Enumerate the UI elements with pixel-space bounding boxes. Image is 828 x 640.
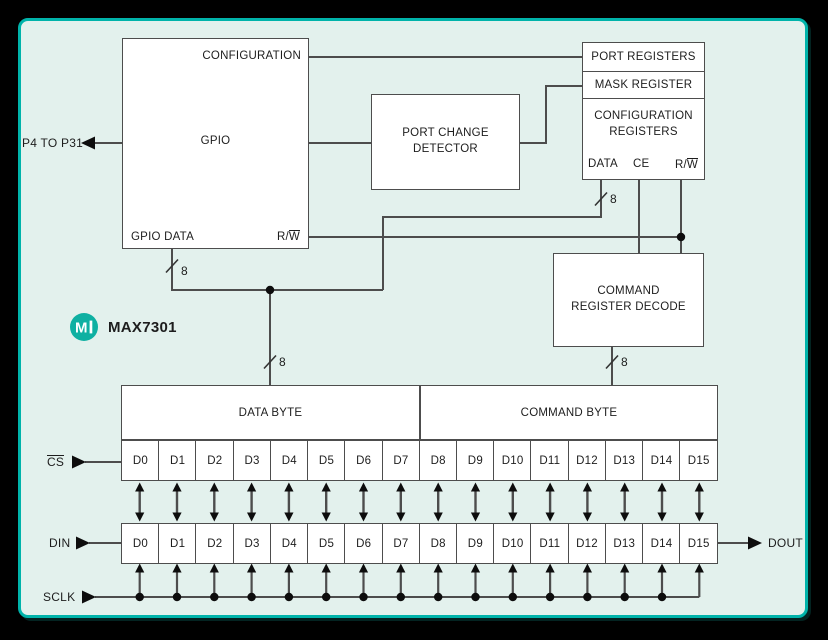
instruction-cell-d15: D15 [679,440,719,481]
wire-portchange-mask [520,85,582,144]
shift-cell-d15: D15 [679,523,719,564]
sclk-label: SCLK [43,590,76,604]
p4-to-p31-label: P4 TO P31 [22,136,84,150]
port-change-detector-block: PORT CHANGE DETECTOR [371,94,520,190]
instruction-cell-d9: D9 [455,440,495,481]
p4-arrowhead [81,136,95,150]
rw-pin-overlined: W [686,158,698,171]
ce-pin-label: CE [633,158,650,170]
signal-arrowheads [72,136,762,604]
shift-cell-d7: D7 [381,523,421,564]
shift-cell-d11: D11 [530,523,570,564]
instruction-cell-d3: D3 [232,440,272,481]
instruction-cell-d4: D4 [269,440,309,481]
wire-gpio-data [171,249,383,291]
shift-register-cells: D0 D1 D2 D3 D4 D5 D6 D7 D8 D9 D10 D11 D1… [121,523,719,564]
shift-cell-d9: D9 [455,523,495,564]
port-registers-section: PORT REGISTERS [583,43,704,72]
instruction-cell-d12: D12 [567,440,607,481]
svg-text:M: M [75,320,88,337]
gpio-configuration-port-label: CONFIGURATION [202,50,301,62]
command-byte-header: COMMAND BYTE [420,385,718,440]
rw-pin-prefix: R/ [674,159,687,171]
dout-arrowhead [748,536,762,550]
command-byte-label: COMMAND BYTE [520,406,618,419]
gpio-rw-prefix: R/ [276,230,289,243]
instruction-cell-d1: D1 [158,440,198,481]
instruction-cell-d0: D0 [121,440,160,481]
bus-width-gpio-data: 8 [181,264,188,278]
dout-label: DOUT [768,536,803,550]
register-file-block: PORT REGISTERS MASK REGISTER CONFIGURATI… [582,42,705,180]
shift-cell-d4: D4 [269,523,309,564]
port-registers-label: PORT REGISTERS [591,51,696,63]
bus-width-slashes [165,191,619,370]
instruction-cell-d13: D13 [604,440,644,481]
command-register-decode-block: COMMAND REGISTER DECODE [553,253,704,347]
maxim-logo-icon: M [70,313,98,341]
instruction-cell-d11: D11 [530,440,570,481]
shift-cell-d14: D14 [642,523,681,564]
port-change-detector-line2: DETECTOR [413,143,478,155]
instruction-cell-d14: D14 [642,440,681,481]
cs-overlined: CS [47,455,65,469]
instruction-cell-d10: D10 [493,440,532,481]
mask-register-section: MASK REGISTER [583,72,704,99]
gpio-rw-overlined: W [288,229,300,243]
instruction-register-cells: D0 D1 D2 D3 D4 D5 D6 D7 D8 D9 D10 D11 D1… [121,440,719,481]
bidirectional-arrows [133,481,706,523]
command-decode-line2: REGISTER DECODE [571,301,686,313]
data-byte-header: DATA BYTE [121,385,420,440]
part-number-label: MAX7301 [108,318,177,336]
shift-cell-d5: D5 [307,523,346,564]
sclk-junction-dots [135,592,667,602]
port-change-detector-line1: PORT CHANGE [402,127,489,140]
shift-cell-d12: D12 [567,523,607,564]
command-decode-line1: COMMAND [597,285,660,298]
gpio-data-port-label: GPIO DATA [131,231,194,243]
instruction-cell-d2: D2 [195,440,235,481]
shift-cell-d2: D2 [195,523,235,564]
din-label: DIN [49,536,71,550]
shift-cell-d3: D3 [232,523,272,564]
gpio-rw-port-label: R/W [276,229,300,243]
bus-width-register: 8 [279,355,286,369]
bus-width-decode: 8 [621,355,628,369]
instruction-cell-d8: D8 [418,440,458,481]
sclk-arrowhead [82,590,96,604]
configuration-registers-section: CONFIGURATION REGISTERS DATA CE R/W [583,99,704,177]
gpio-block: CONFIGURATION GPIO GPIO DATA R/W [122,38,309,249]
data-pin-label: DATA [588,158,618,170]
configuration-registers-line1: CONFIGURATION [594,110,693,122]
junction-dots [265,232,686,295]
shift-cell-d8: D8 [418,523,458,564]
shift-cell-d10: D10 [493,523,532,564]
shift-cell-d0: D0 [121,523,160,564]
instruction-cell-d5: D5 [307,440,346,481]
bus-width-data-pin: 8 [610,192,617,206]
rw-pin-label: R/W [675,158,698,171]
shift-cell-d1: D1 [158,523,198,564]
din-arrowhead [76,536,90,550]
shift-cell-d6: D6 [344,523,384,564]
brand: M MAX7301 [69,312,177,342]
cs-arrowhead [72,455,86,469]
instruction-cell-d7: D7 [381,440,421,481]
gpio-title: GPIO [200,135,231,147]
mask-register-label: MASK REGISTER [594,79,693,91]
shift-cell-d13: D13 [604,523,644,564]
cs-label: CS [47,455,65,469]
sclk-arrows [133,562,705,599]
data-byte-label: DATA BYTE [238,406,303,419]
instruction-cell-d6: D6 [344,440,384,481]
configuration-registers-line2: REGISTERS [609,125,678,138]
